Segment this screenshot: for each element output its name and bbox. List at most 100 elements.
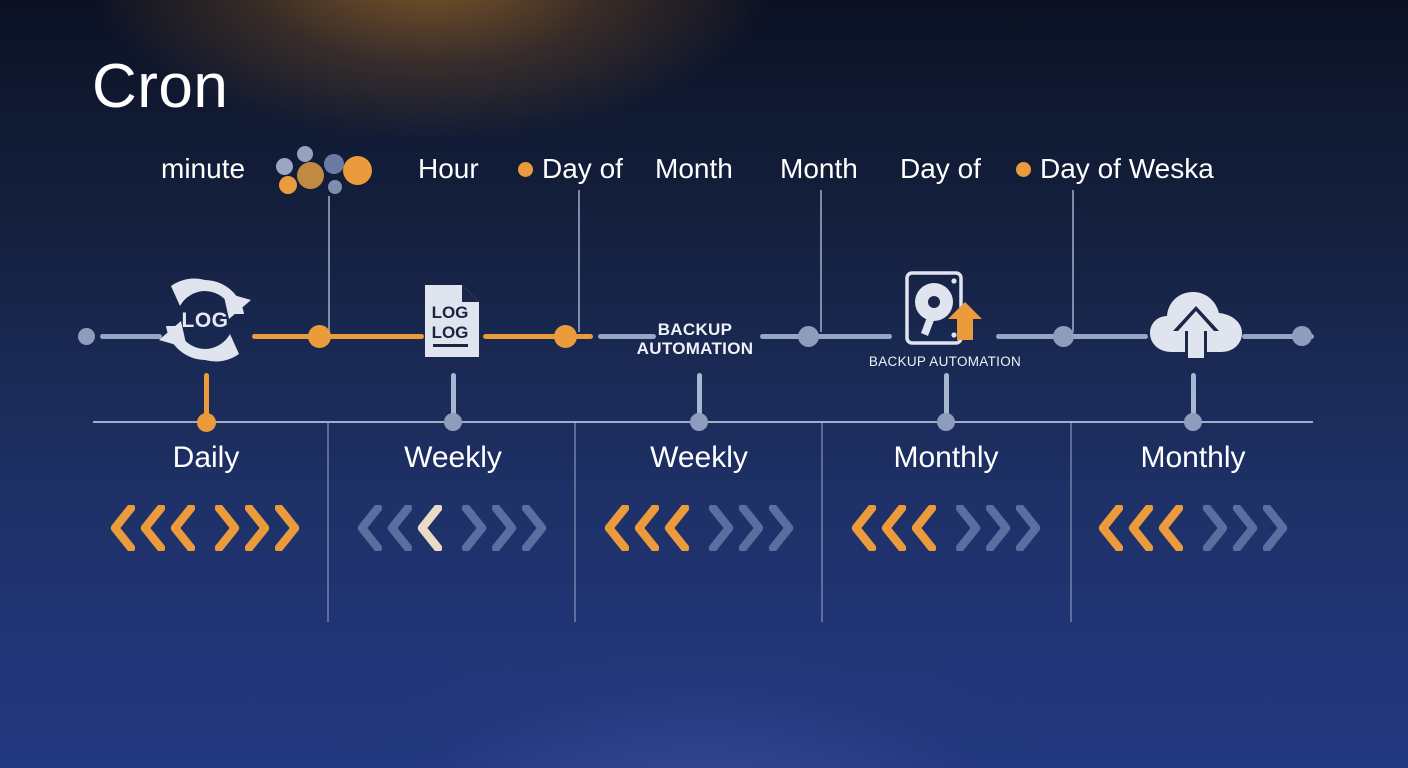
axis-marker-0[interactable] xyxy=(196,412,216,432)
cluster-dot-0 xyxy=(276,158,293,175)
header-label-text: Hour xyxy=(418,153,479,184)
cluster-dot-2 xyxy=(279,176,297,194)
axis-separator-2 xyxy=(821,423,823,622)
header-label-text: Day of xyxy=(900,153,981,184)
axis-marker-4[interactable] xyxy=(1184,413,1202,431)
hard-drive-caption: BACKUP AUTOMATION xyxy=(868,354,1022,369)
header-label-text: Month xyxy=(655,153,733,184)
header-label-3: Month xyxy=(655,155,733,183)
header-label-2: Day of xyxy=(518,155,623,183)
chevrons-daily-chevron-4 xyxy=(245,505,271,551)
cloud-upload-icon xyxy=(1148,283,1244,358)
axis-label-4: Monthly xyxy=(1140,441,1246,474)
chevrons-weekly-1-chevron-2 xyxy=(416,505,442,551)
header-label-text: minute xyxy=(161,153,246,184)
chevrons-monthly-1-chevron-5 xyxy=(1016,505,1042,551)
rail-segment-0 xyxy=(100,334,162,339)
chevrons-monthly-1-chevron-1 xyxy=(880,505,906,551)
page-title: Cron xyxy=(92,52,229,121)
chevrons-daily-chevron-3 xyxy=(215,505,241,551)
chevrons-weekly-1-chevron-4 xyxy=(492,505,518,551)
log-refresh-icon: LOG xyxy=(151,266,259,374)
minute-dot-cluster xyxy=(276,146,376,198)
chevrons-daily-chevron-0 xyxy=(109,505,135,551)
svg-text:LOG: LOG xyxy=(432,323,469,342)
chevrons-daily-chevron-5 xyxy=(275,505,301,551)
header-label-4: Month xyxy=(780,155,858,183)
chevrons-weekly-2-chevron-2 xyxy=(663,505,689,551)
axis-stem-0 xyxy=(203,373,209,423)
drop-line-header-4 xyxy=(820,190,822,332)
log-document-icon: LOG LOG xyxy=(422,282,482,360)
chevrons-monthly-2-chevron-0 xyxy=(1097,505,1123,551)
cluster-dot-6 xyxy=(343,156,372,185)
chevrons-monthly-1 xyxy=(850,505,1042,555)
chevrons-monthly-2-chevron-2 xyxy=(1157,505,1183,551)
chevrons-monthly-2-chevron-3 xyxy=(1203,505,1229,551)
hard-drive-backup-icon xyxy=(903,270,985,352)
chevrons-daily-chevron-1 xyxy=(139,505,165,551)
chevrons-weekly-1-chevron-5 xyxy=(522,505,548,551)
chevrons-weekly-2 xyxy=(603,505,795,555)
header-label-text: Day of xyxy=(542,153,623,184)
axis-marker-1[interactable] xyxy=(444,413,462,431)
rail-segment-4 xyxy=(760,334,892,339)
rail-node-4[interactable] xyxy=(1052,325,1074,347)
rail-node-5[interactable] xyxy=(1292,326,1312,346)
cluster-dot-5 xyxy=(328,180,342,194)
drop-line-header-2 xyxy=(578,190,580,332)
header-label-5: Day of xyxy=(900,155,981,183)
axis-separator-3 xyxy=(1070,423,1072,622)
rail-segment-2 xyxy=(483,334,593,339)
cluster-dot-1 xyxy=(297,146,313,162)
chevrons-weekly-1-chevron-0 xyxy=(356,505,382,551)
rail-node-1[interactable] xyxy=(307,324,331,348)
header-label-0: minute xyxy=(161,155,245,183)
rail-segment-1 xyxy=(252,334,424,339)
chevrons-weekly-2-chevron-5 xyxy=(769,505,795,551)
axis-marker-3[interactable] xyxy=(937,413,955,431)
axis-label-1: Weekly xyxy=(404,441,502,474)
chevrons-weekly-2-chevron-1 xyxy=(633,505,659,551)
axis-label-2: Weekly xyxy=(650,441,748,474)
axis-marker-2[interactable] xyxy=(690,413,708,431)
svg-text:LOG: LOG xyxy=(432,303,469,322)
header-bullet-icon xyxy=(1016,161,1031,177)
header-label-1: Hour xyxy=(418,155,479,183)
chevrons-monthly-1-chevron-0 xyxy=(850,505,876,551)
chevrons-weekly-2-chevron-0 xyxy=(603,505,629,551)
chevrons-monthly-2-chevron-5 xyxy=(1263,505,1289,551)
chevrons-monthly-1-chevron-3 xyxy=(956,505,982,551)
chevrons-weekly-1 xyxy=(356,505,548,555)
cluster-dot-3 xyxy=(297,162,324,189)
chevrons-daily xyxy=(109,505,301,555)
chevrons-weekly-1-chevron-3 xyxy=(462,505,488,551)
log-refresh-text: LOG xyxy=(181,309,229,332)
axis-stem-3 xyxy=(943,373,949,423)
rail-node-2[interactable] xyxy=(553,324,577,348)
drop-line-minute xyxy=(328,196,330,336)
chevrons-monthly-2-chevron-1 xyxy=(1127,505,1153,551)
axis-separator-0 xyxy=(327,423,329,622)
axis-label-3: Monthly xyxy=(893,441,999,474)
header-label-text: Day of Weska xyxy=(1040,153,1214,184)
drop-line-header-6 xyxy=(1072,190,1074,332)
axis-separator-1 xyxy=(574,423,576,622)
rail-node-0[interactable] xyxy=(77,327,95,345)
chevrons-weekly-1-chevron-1 xyxy=(386,505,412,551)
header-label-6: Day of Weska xyxy=(1016,155,1214,183)
header-label-text: Month xyxy=(780,153,858,184)
header-bullet-icon xyxy=(518,161,533,177)
chevrons-monthly-2 xyxy=(1097,505,1289,555)
axis-label-0: Daily xyxy=(172,441,240,474)
chevrons-weekly-2-chevron-4 xyxy=(739,505,765,551)
rail-node-3[interactable] xyxy=(797,325,819,347)
chevrons-monthly-1-chevron-4 xyxy=(986,505,1012,551)
rail-segment-6 xyxy=(1242,334,1314,339)
rail-segment-3 xyxy=(598,334,656,339)
chevrons-monthly-2-chevron-4 xyxy=(1233,505,1259,551)
chevrons-monthly-1-chevron-2 xyxy=(910,505,936,551)
cluster-dot-4 xyxy=(324,154,344,174)
axis-stem-1 xyxy=(450,373,456,423)
